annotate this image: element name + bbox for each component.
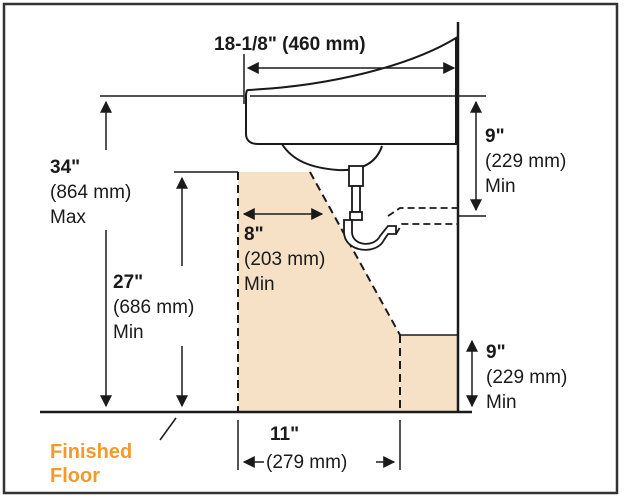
clearance-zone: [238, 172, 458, 412]
toe-depth-dimension: [237, 420, 401, 470]
apron-clearance-metric: (229 mm): [485, 151, 566, 172]
floor-leader: [159, 417, 177, 441]
toe-depth-metric: (279 mm): [266, 452, 347, 473]
knee-depth-metric: (203 mm): [244, 249, 325, 270]
knee-height-qualifier: Min: [113, 322, 144, 343]
toe-depth-value: 11": [270, 424, 299, 445]
floor-label-line1: Finished: [50, 441, 132, 463]
toe-height-value: 9": [486, 342, 506, 363]
knee-height-value: 27": [113, 272, 143, 293]
max-height-value: 34": [50, 157, 80, 178]
drain-pipe-dashed: [387, 207, 458, 235]
width-dim-label: 18-1/8" (460 mm): [214, 34, 366, 55]
apron-clearance-value: 9": [485, 126, 505, 147]
clearance-outline: [237, 171, 401, 412]
apron-clearance-dimension: [458, 95, 486, 217]
max-height-dimension: [100, 95, 244, 408]
sink-basin: [245, 36, 457, 172]
drain-trap: [343, 165, 397, 251]
max-height-qualifier: Max: [50, 207, 86, 228]
toe-height-qualifier: Min: [486, 392, 517, 413]
knee-depth-value: 8": [244, 224, 264, 245]
knee-height-metric: (686 mm): [113, 297, 194, 318]
floor-label-line2: Floor: [50, 465, 100, 487]
knee-depth-qualifier: Min: [244, 274, 275, 295]
apron-clearance-qualifier: Min: [485, 176, 516, 197]
max-height-metric: (864 mm): [50, 182, 131, 203]
max-height-label-bg: [48, 150, 168, 230]
toe-height-metric: (229 mm): [486, 367, 567, 388]
diagram-frame: [2, 2, 619, 495]
knee-height-label-bg: [110, 266, 232, 346]
